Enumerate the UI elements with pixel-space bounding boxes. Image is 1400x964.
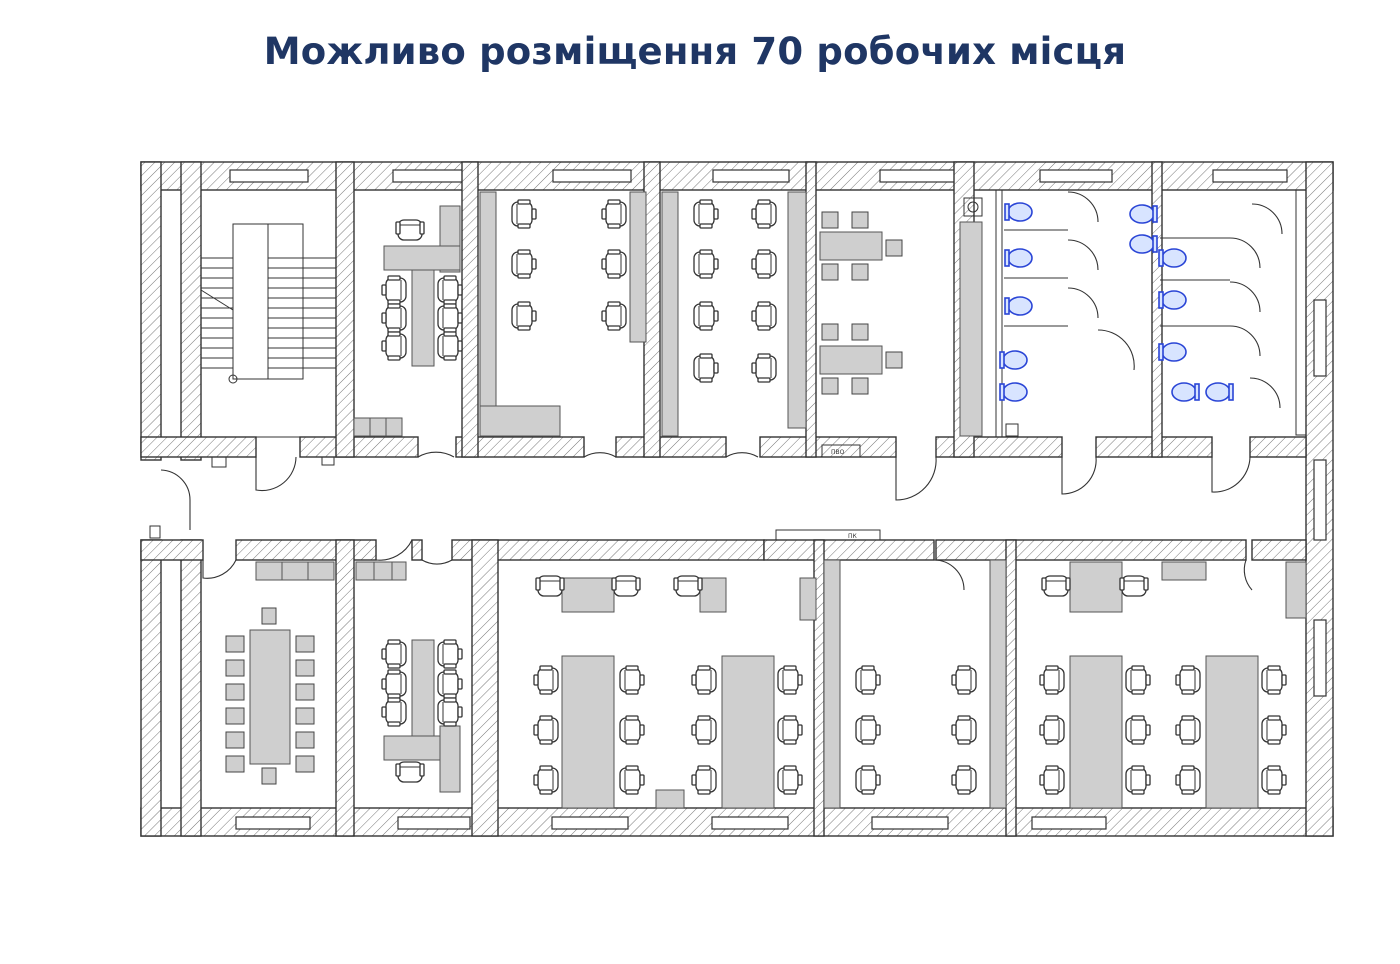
- restroom-block-right: [1158, 203, 1283, 409]
- office-chair: [951, 665, 977, 695]
- page-title: Можливо розміщення 70 робочих місця: [263, 30, 1127, 73]
- conference-chair: [225, 635, 245, 653]
- office-chair: [619, 765, 645, 795]
- office-chair: [951, 715, 977, 745]
- office-chair: [1039, 665, 1065, 695]
- office-chair: [533, 715, 559, 745]
- corridor-markers: ПВО ПК: [775, 444, 881, 541]
- office-chair: [619, 715, 645, 745]
- office-chair: [1261, 665, 1287, 695]
- conference-chair: [225, 755, 245, 773]
- office-chair: [1261, 715, 1287, 745]
- office-chair: [1175, 665, 1201, 695]
- office-chair: [1125, 765, 1151, 795]
- office-chair: [1125, 665, 1151, 695]
- office-chair: [691, 715, 717, 745]
- office-chair: [691, 665, 717, 695]
- restroom-block-left: [999, 191, 1158, 437]
- office-chair: [855, 765, 881, 795]
- conference-chair: [295, 683, 315, 701]
- conference-chair: [225, 659, 245, 677]
- open-office-top-1: [479, 191, 647, 437]
- conference-chair: [225, 707, 245, 725]
- open-office-bottom-1: [533, 575, 817, 809]
- office-chair: [951, 765, 977, 795]
- office-chair: [1039, 715, 1065, 745]
- corridor-mark-top: ПВО: [831, 449, 845, 456]
- open-office-bottom-3: [1039, 561, 1307, 809]
- conference-chair: [295, 755, 315, 773]
- office-chair: [1039, 765, 1065, 795]
- conference-chair: [295, 707, 315, 725]
- stairwell: [200, 189, 337, 438]
- office-chair: [1125, 715, 1151, 745]
- office-chair: [619, 665, 645, 695]
- office-chair: [1261, 765, 1287, 795]
- windows-bottom: [235, 816, 1107, 830]
- office-chair: [777, 665, 803, 695]
- windows-right: [1313, 299, 1327, 697]
- conference-chair: [295, 659, 315, 677]
- director-office-bottom: [255, 561, 463, 793]
- office-chair: [533, 765, 559, 795]
- corridor-walls: [140, 436, 1307, 561]
- office-chair: [855, 665, 881, 695]
- kitchen-room: [819, 197, 983, 437]
- windows-top: [229, 169, 1288, 183]
- office-chair: [1175, 765, 1201, 795]
- conference-chair: [225, 731, 245, 749]
- corridor-doors: [149, 451, 1253, 591]
- conference-chair: [295, 635, 315, 653]
- office-chair: [855, 715, 881, 745]
- conference-room: [225, 607, 315, 785]
- office-chair: [777, 715, 803, 745]
- office-chair: [691, 765, 717, 795]
- open-office-top-2: [661, 191, 807, 437]
- office-chair: [1175, 715, 1201, 745]
- corridor-mark-bottom: ПК: [848, 533, 858, 540]
- open-office-bottom-2: [823, 559, 1007, 809]
- conference-chair: [295, 731, 315, 749]
- office-chair: [777, 765, 803, 795]
- director-office-top: [353, 205, 463, 437]
- conference-chair: [225, 683, 245, 701]
- office-chair: [533, 665, 559, 695]
